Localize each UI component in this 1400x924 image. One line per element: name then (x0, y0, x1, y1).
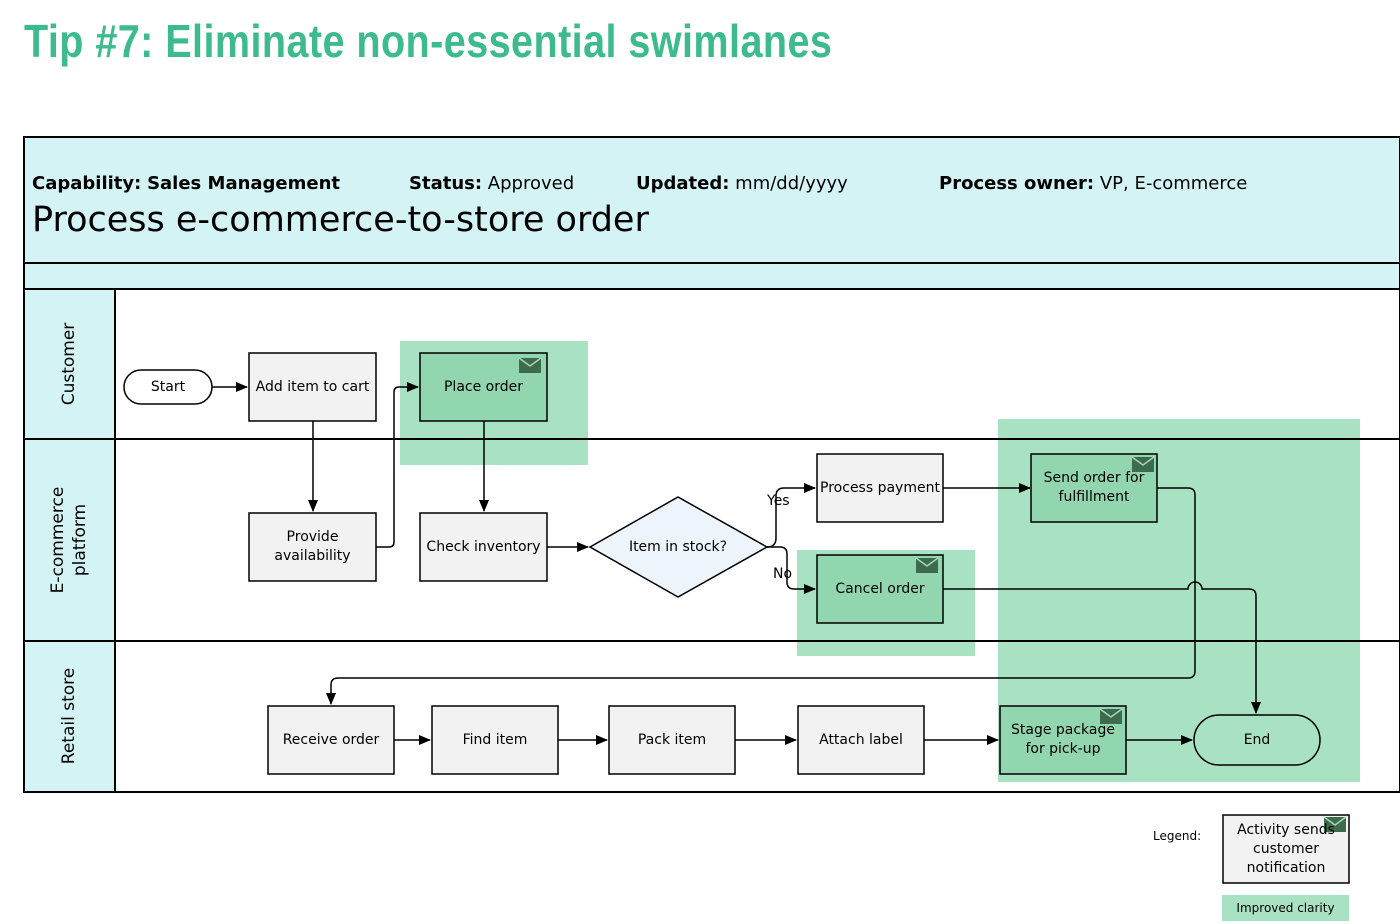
capability-field: Capability: Sales Management (32, 173, 341, 194)
edge-no-cancel (767, 546, 816, 594)
yes-label: Yes (767, 493, 790, 509)
add-item-node (248, 352, 377, 422)
item-in-stock-label: Item in stock? (628, 538, 728, 555)
legend-improved-swatch (1222, 895, 1349, 921)
place-order-label: Place order (443, 378, 523, 395)
start-node (123, 369, 213, 405)
end-node (1193, 714, 1321, 766)
lane-header-retail (23, 640, 116, 793)
no-label: No (773, 566, 793, 582)
updated-field: Updated: mm/dd/yyyy (636, 173, 848, 194)
process-title: Process e-commerce-to-store order (32, 200, 649, 240)
end-label: End (1243, 731, 1271, 748)
legend-improved-label: Improved clarity (1236, 901, 1335, 915)
send-order-label: Send order for fulfillment (1043, 470, 1145, 505)
legend-label: Legend: (1153, 829, 1202, 843)
receive-order-node (267, 705, 395, 775)
status-field: Status: Approved (409, 173, 575, 194)
process-payment-label: Process payment (820, 479, 940, 496)
edge-send-receive (326, 487, 1196, 705)
edge-yes-payment (766, 483, 816, 548)
edge-provide-place (376, 382, 419, 548)
start-label: Start (150, 378, 186, 395)
legend-activity-label: Activity sends customer notification (1237, 821, 1335, 876)
receive-order-label: Receive order (282, 731, 380, 748)
lane-customer (23, 288, 1400, 440)
find-item-label: Find item (462, 731, 528, 748)
owner-field: Process owner: VP, E-commerce (939, 173, 1248, 194)
provide-availability-label: Provide availability (274, 529, 351, 564)
add-item-label: Add item to cart (255, 378, 370, 395)
attach-label-label: Attach label (819, 731, 903, 748)
lane-label-customer: Customer (59, 322, 79, 406)
stage-package-label: Stage package for pick-up (1010, 722, 1115, 757)
pack-item-label: Pack item (637, 731, 707, 748)
find-item-node (431, 705, 559, 775)
process-payment-node (816, 453, 944, 523)
item-in-stock-decision (588, 496, 769, 598)
provide-availability-node (248, 512, 377, 582)
page-title: Tip #7: Eliminate non-essential swimlane… (24, 15, 833, 67)
pack-item-node (608, 705, 736, 775)
lane-label-ecommerce: E-commerce platform (48, 486, 90, 594)
check-inventory-label: Check inventory (426, 538, 541, 555)
cancel-order-label: Cancel order (835, 580, 925, 597)
edge-cancel-end (943, 581, 1261, 714)
lane-label-retail: Retail store (59, 667, 79, 765)
check-inventory-node (419, 512, 548, 582)
attach-label-node (797, 705, 925, 775)
